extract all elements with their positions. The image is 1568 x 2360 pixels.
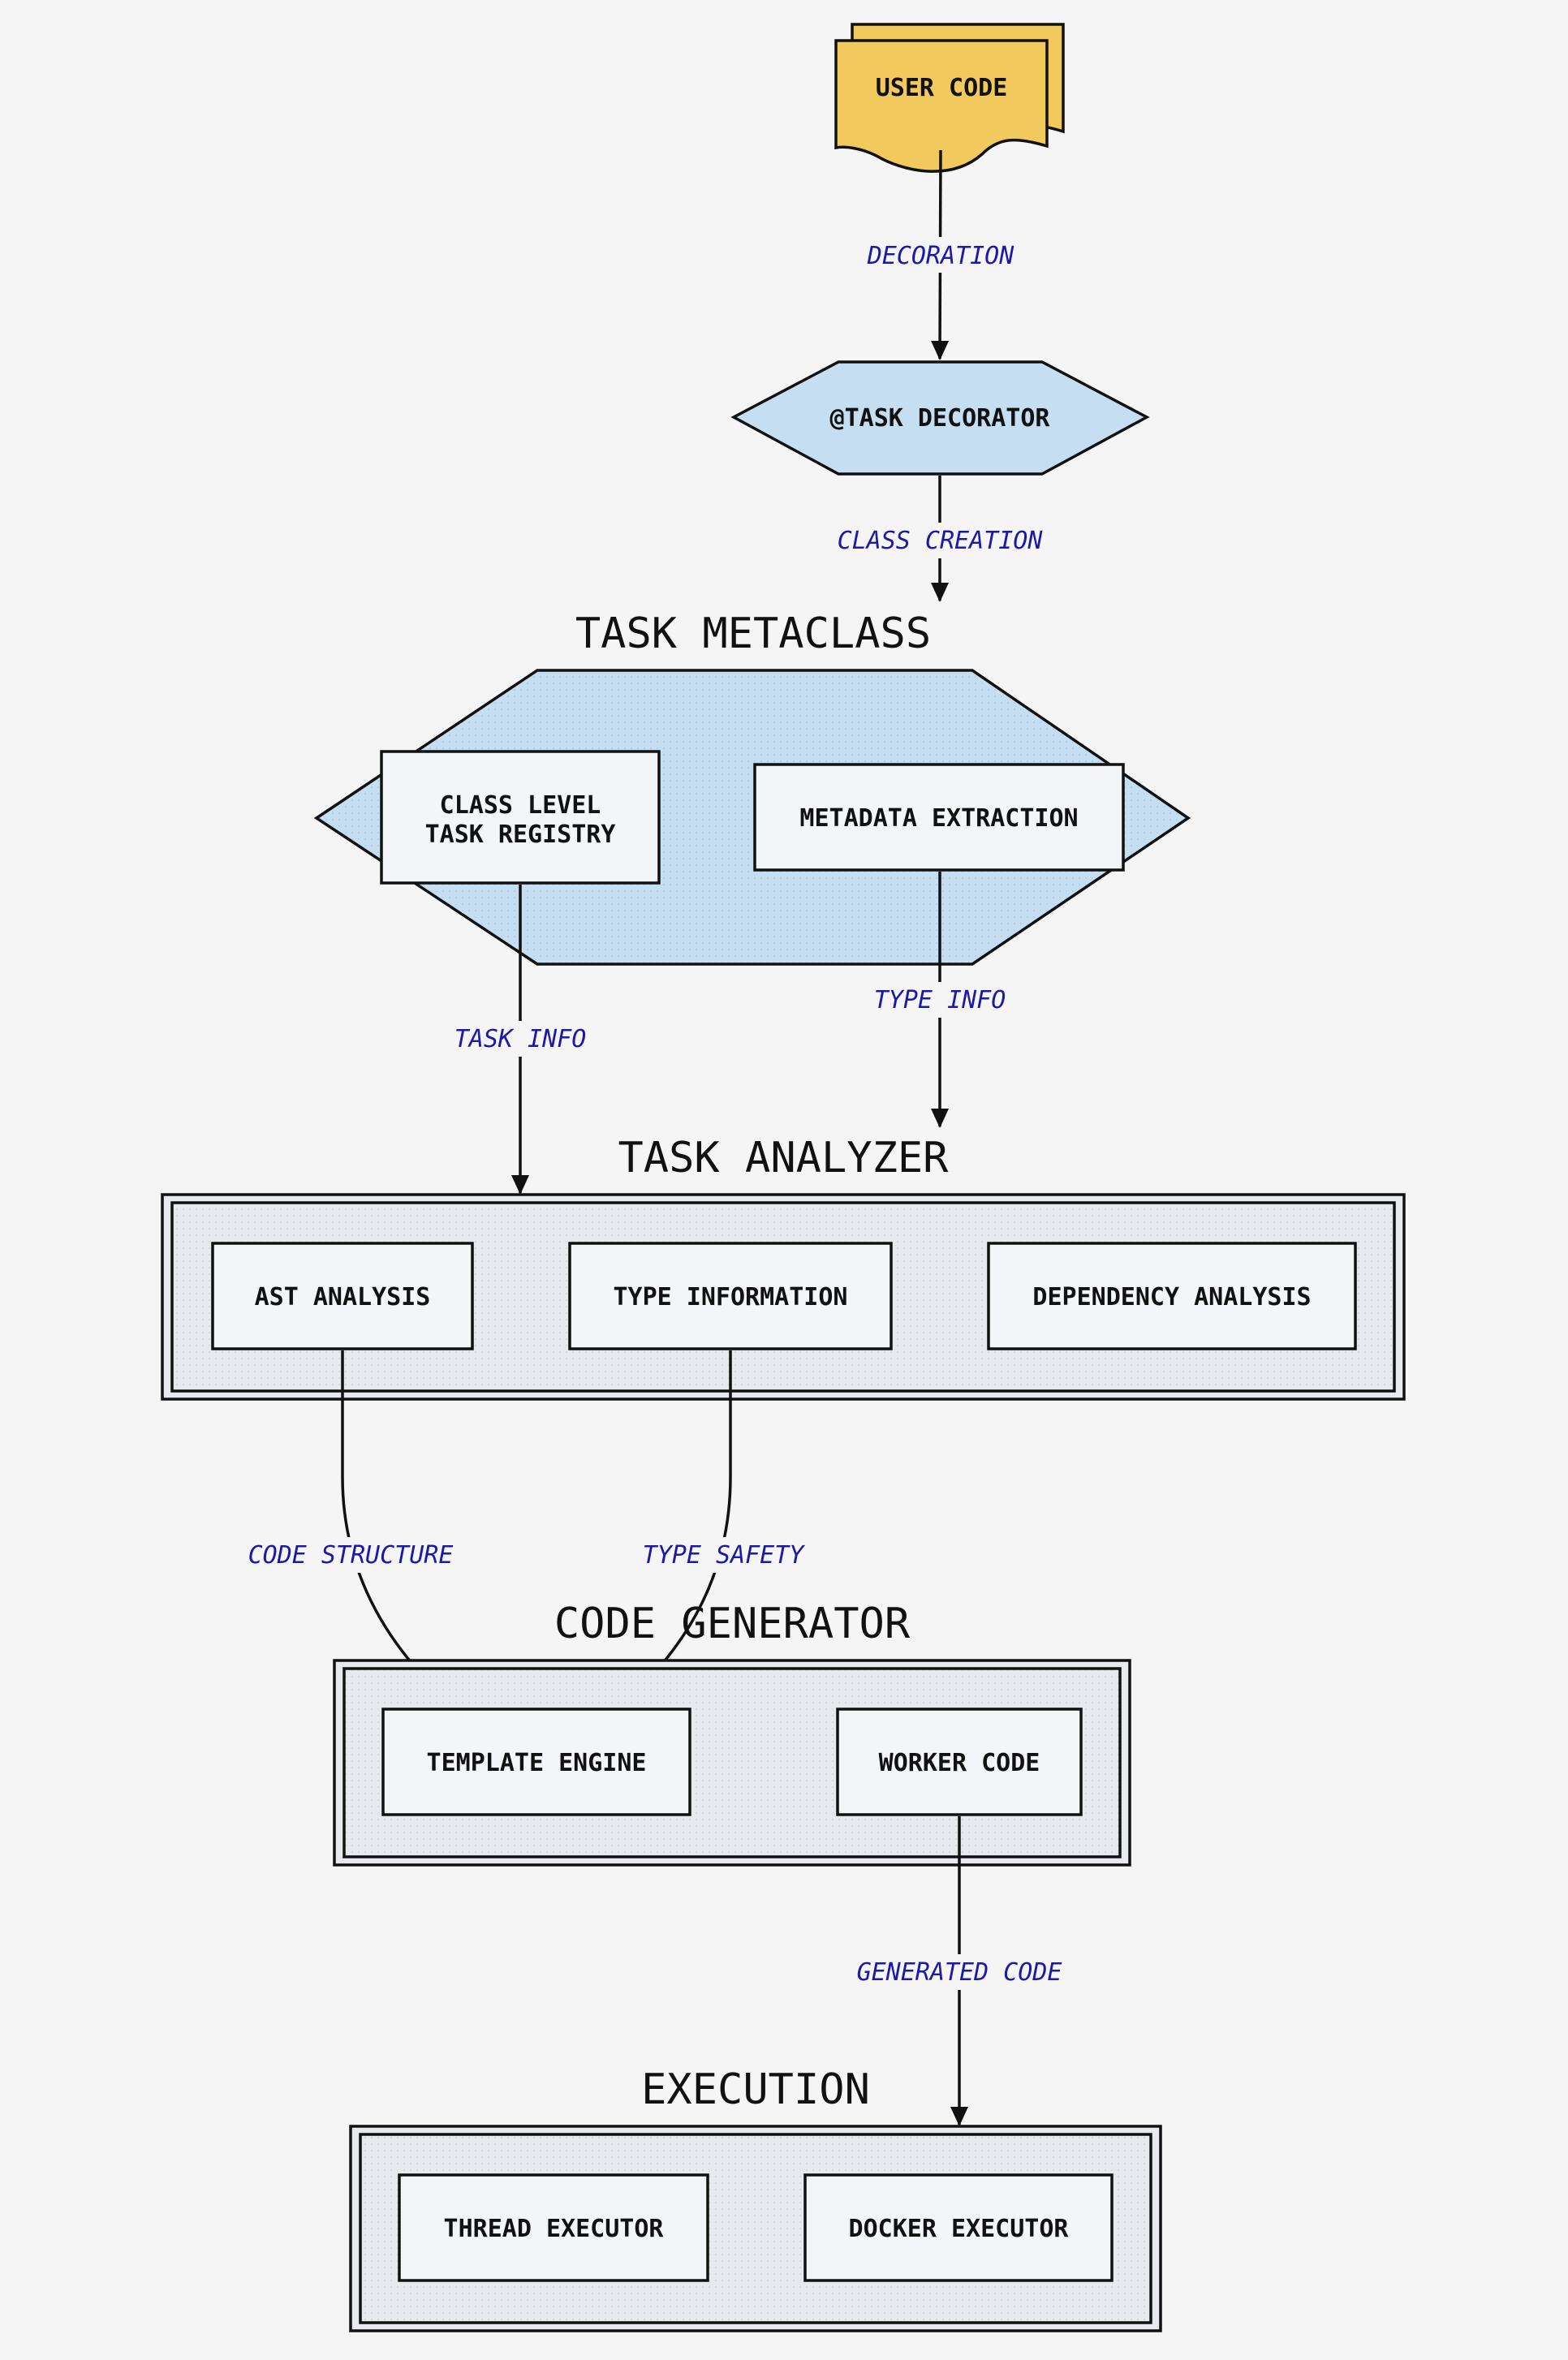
task-decorator-label: @TASK DECORATOR — [830, 404, 1051, 433]
edge-label-task-info: TASK INFO — [454, 1025, 587, 1053]
edge-label-class-creation: CLASS CREATION — [838, 527, 1044, 555]
metadata-extraction-node: METADATA EXTRACTION — [753, 763, 1125, 872]
edge-label-type-info: TYPE INFO — [874, 986, 1006, 1014]
code-generator-title: CODE GENERATOR — [554, 1600, 911, 1648]
task-analyzer-group: TASK ANALYZER AST ANALYSIS TYPE INFORMAT… — [161, 1134, 1406, 1401]
docker-executor-node: DOCKER EXECUTOR — [803, 2173, 1114, 2282]
user-code-node: USER CODE — [834, 23, 1065, 173]
task-decorator-node: @TASK DECORATOR — [730, 360, 1150, 476]
class-registry-label-line1: CLASS LEVEL — [440, 791, 601, 820]
edge-type-safety: TYPE SAFETY — [615, 1350, 812, 1711]
type-information-label: TYPE INFORMATION — [614, 1283, 848, 1311]
class-registry-label-line2: TASK REGISTRY — [425, 820, 616, 849]
template-engine-node: TEMPLATE ENGINE — [381, 1708, 691, 1816]
task-metaclass-group: TASK METACLASS CLASS LEVEL TASK REGISTRY… — [313, 609, 1191, 966]
edge-type-info: TYPE INFO — [862, 872, 1018, 1128]
template-engine-label: TEMPLATE ENGINE — [427, 1749, 647, 1777]
execution-title: EXECUTION — [641, 2065, 870, 2114]
user-code-label: USER CODE — [876, 74, 1008, 102]
edge-code-structure: CODE STRUCTURE — [237, 1350, 464, 1711]
edge-label-generated-code: GENERATED CODE — [857, 1958, 1062, 1987]
type-information-node: TYPE INFORMATION — [568, 1242, 893, 1350]
thread-executor-node: THREAD EXECUTOR — [398, 2173, 709, 2282]
code-generator-group: CODE GENERATOR TEMPLATE ENGINE WORKER CO… — [333, 1600, 1131, 1867]
ast-analysis-label: AST ANALYSIS — [255, 1283, 431, 1311]
thread-executor-label: THREAD EXECUTOR — [444, 2215, 665, 2243]
task-metaclass-title: TASK METACLASS — [575, 609, 931, 658]
worker-code-node: WORKER CODE — [836, 1708, 1083, 1816]
ast-analysis-node: AST ANALYSIS — [211, 1242, 474, 1350]
edge-class-creation: CLASS CREATION — [828, 476, 1052, 602]
edge-label-decoration: DECORATION — [867, 242, 1015, 270]
class-registry-node: CLASS LEVEL TASK REGISTRY — [380, 750, 661, 885]
edge-label-type-safety: TYPE SAFETY — [643, 1541, 806, 1570]
edge-task-info: TASK INFO — [442, 885, 598, 1195]
dependency-analysis-label: DEPENDENCY ANALYSIS — [1032, 1283, 1311, 1311]
task-analyzer-title: TASK ANALYZER — [618, 1134, 950, 1182]
edge-label-code-structure: CODE STRUCTURE — [248, 1541, 454, 1570]
dependency-analysis-node: DEPENDENCY ANALYSIS — [987, 1242, 1357, 1350]
edge-generated-code: GENERATED CODE — [844, 1816, 1075, 2126]
execution-group: EXECUTION THREAD EXECUTOR DOCKER EXECUTO… — [349, 2065, 1162, 2332]
edge-decoration: DECORATION — [856, 149, 1027, 360]
docker-executor-label: DOCKER EXECUTOR — [849, 2215, 1070, 2243]
worker-code-label: WORKER CODE — [879, 1749, 1040, 1777]
metadata-extraction-label: METADATA EXTRACTION — [799, 804, 1078, 833]
